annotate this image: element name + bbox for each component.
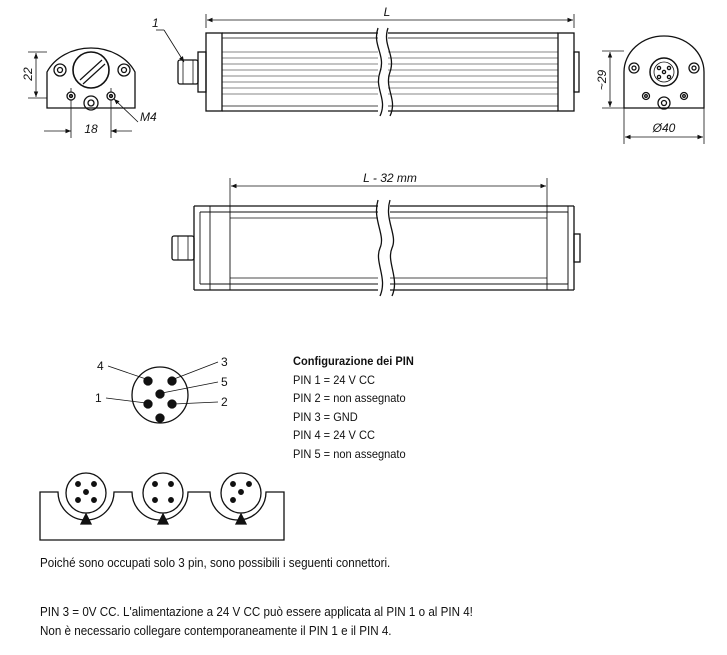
lamp-side-view	[156, 14, 580, 117]
dim-width-18: 18	[84, 122, 98, 136]
power-note-2: Non è necessario collegare contemporanea…	[40, 624, 392, 638]
pin-config-line: PIN 5 = non assegnato	[293, 446, 406, 461]
dim-diameter-40: Ø40	[652, 121, 676, 135]
pin-label-3: 3	[221, 355, 228, 369]
dim-length-l: L	[384, 5, 391, 19]
dim-thread-m4: M4	[140, 110, 157, 124]
dim-height-22: 22	[21, 67, 35, 82]
connectors-note: Poiché sono occupati solo 3 pin, sono po…	[40, 556, 391, 570]
pin-config-line: PIN 4 = 24 V CC	[293, 428, 375, 442]
callout-1: 1	[152, 16, 159, 30]
pin-configuration: Configurazione dei PIN PIN 1 = 24 V CC P…	[293, 352, 414, 463]
pin-config-line: PIN 1 = 24 V CC	[293, 372, 375, 387]
pin-config-line: PIN 3 = GND	[293, 409, 358, 424]
mounting-view	[171, 178, 581, 297]
pin-config-line: PIN 2 = non assegnato	[293, 391, 406, 405]
left-end-view	[28, 47, 139, 138]
pin-config-title: Configurazione dei PIN	[293, 354, 414, 368]
dim-height-29: ~29	[595, 69, 609, 90]
power-note-1: PIN 3 = 0V CC. L'alimentazione a 24 V CC…	[40, 605, 473, 619]
pin-label-5: 5	[221, 375, 228, 389]
right-end-view	[602, 35, 705, 144]
pin-label-2: 2	[221, 395, 228, 409]
dim-mount-length: L - 32 mm	[363, 171, 417, 185]
pin-label-1: 1	[95, 391, 102, 405]
pin-diagram	[105, 361, 219, 424]
connector-options	[39, 472, 285, 541]
pin-label-4: 4	[97, 359, 104, 373]
